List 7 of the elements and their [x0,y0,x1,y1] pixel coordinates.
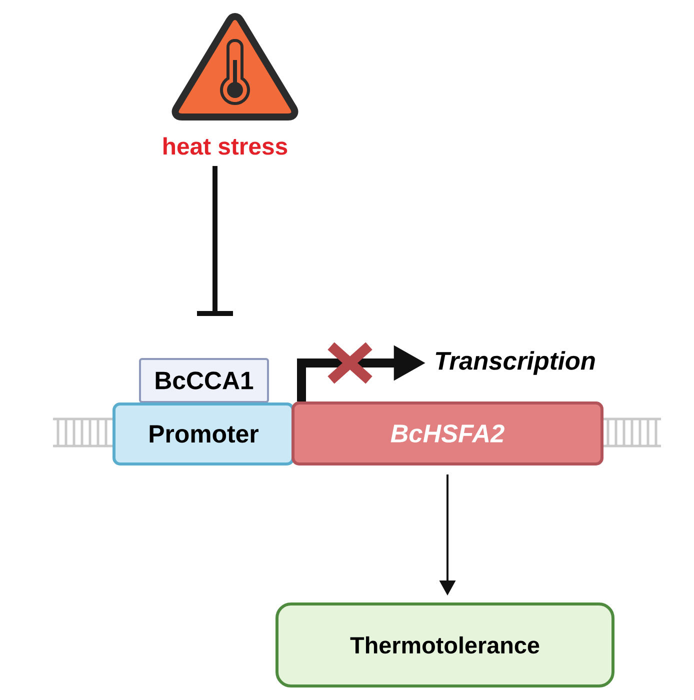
process-label: Transcription [436,351,595,375]
inhibition-arrow [197,166,233,316]
stimulus-label: heat stress [164,137,288,155]
protein-box: BcCCA1 [139,358,269,403]
promoter-box: Promoter [112,402,294,466]
gene-box: BcHSFA2 [292,402,604,466]
outcome-box: Thermotolerance [276,602,614,688]
